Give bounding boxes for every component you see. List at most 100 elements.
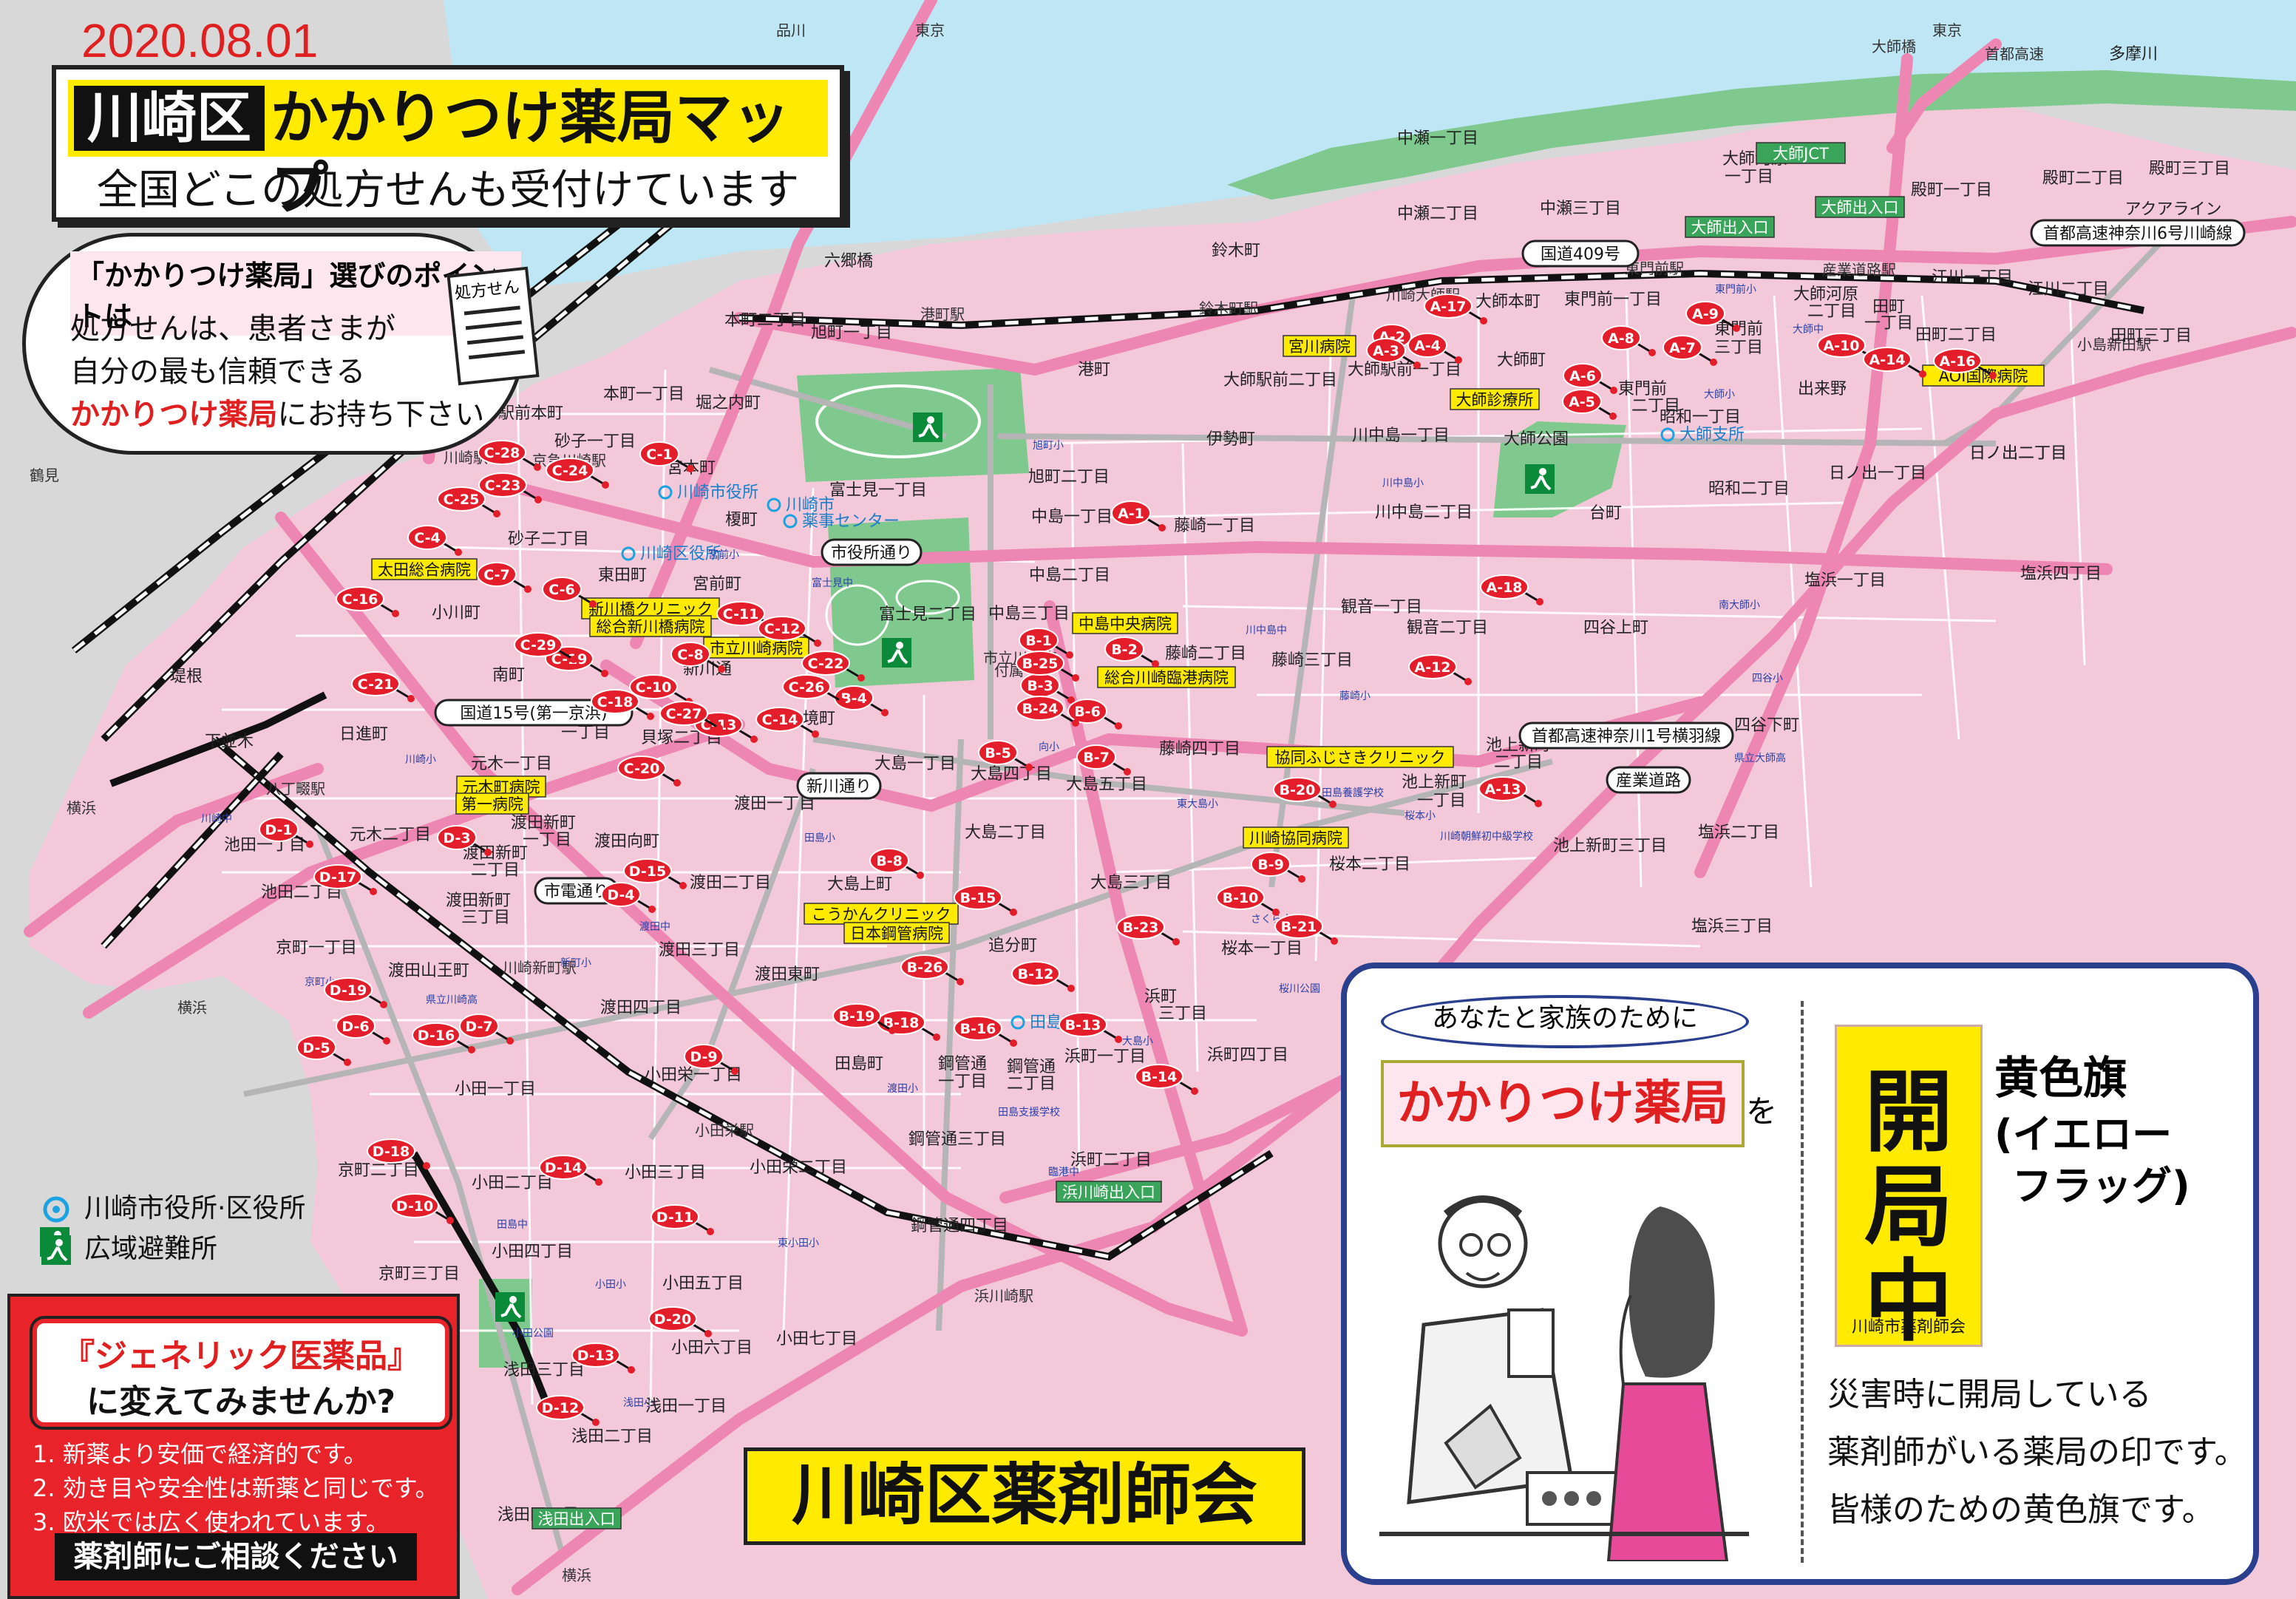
pharmacy-marker[interactable]: B-20: [1273, 777, 1336, 808]
pharmacy-marker[interactable]: A-1: [1111, 500, 1166, 532]
hospital-label[interactable]: 太田総合病院: [371, 558, 478, 580]
pharmacy-marker[interactable]: A-4: [1407, 333, 1462, 364]
pharmacy-marker[interactable]: B-6: [1067, 699, 1122, 730]
pharmacy-marker[interactable]: A-18: [1480, 574, 1543, 605]
pharmacy-marker[interactable]: D-3: [437, 825, 492, 856]
place-label: 渡田四丁目: [600, 999, 682, 1017]
pharmacy-marker[interactable]: D-15: [623, 858, 687, 889]
pharmacy-marker[interactable]: C-24: [546, 458, 609, 489]
pharmacy-marker[interactable]: A-17: [1424, 293, 1487, 325]
pharmacy-marker[interactable]: C-18: [591, 689, 654, 720]
pharmacy-marker[interactable]: C-8: [670, 642, 725, 673]
pharmacy-marker[interactable]: A-12: [1408, 654, 1472, 685]
pharmacy-marker[interactable]: C-1: [639, 441, 694, 472]
hospital-label[interactable]: こうかんクリニック: [804, 903, 959, 925]
pharmacy-marker[interactable]: D-17: [313, 864, 377, 895]
pharmacy-marker[interactable]: B-25: [1016, 651, 1079, 682]
hospital-label[interactable]: 大師JCT: [1756, 142, 1846, 164]
prescription-icon: 処方せん: [446, 266, 540, 386]
pharmacy-marker[interactable]: D-16: [412, 1022, 475, 1053]
pharmacy-marker[interactable]: C-21: [351, 671, 415, 702]
pharmacy-marker[interactable]: C-14: [755, 707, 819, 738]
hospital-label[interactable]: 宮川病院: [1283, 335, 1356, 357]
pharmacy-marker[interactable]: D-10: [390, 1193, 454, 1224]
pharmacy-marker[interactable]: D-12: [536, 1395, 600, 1426]
pharmacy-marker[interactable]: C-7: [477, 562, 531, 593]
pharmacy-marker[interactable]: D-4: [601, 882, 656, 913]
pharmacy-marker[interactable]: D-13: [571, 1342, 635, 1374]
pharmacy-marker[interactable]: A-5: [1562, 389, 1617, 420]
hospital-label[interactable]: 大師出入口: [1685, 216, 1775, 238]
pharmacy-marker[interactable]: B-24: [1016, 696, 1079, 727]
pharmacy-marker[interactable]: B-13: [1059, 1012, 1122, 1043]
pharmacy-marker[interactable]: D-1: [259, 817, 313, 848]
pharmacy-marker[interactable]: A-14: [1863, 347, 1926, 378]
pharmacy-marker[interactable]: C-28: [478, 440, 541, 471]
pharmacy-marker[interactable]: B-23: [1116, 914, 1180, 946]
pharmacy-marker[interactable]: B-21: [1274, 914, 1338, 945]
hospital-label[interactable]: 総合川崎臨港病院: [1097, 666, 1236, 688]
pharmacy-marker[interactable]: B-9: [1251, 852, 1305, 883]
place-label: 小田五丁目: [662, 1274, 744, 1293]
pharmacy-marker[interactable]: A-6: [1563, 363, 1617, 394]
pharmacy-marker[interactable]: A-8: [1601, 325, 1656, 356]
pharmacy-marker[interactable]: C-12: [758, 616, 821, 647]
pharmacy-marker[interactable]: B-7: [1076, 744, 1131, 775]
pharmacy-marker[interactable]: B-26: [900, 954, 964, 985]
pharmacy-marker[interactable]: D-20: [648, 1306, 712, 1337]
pharmacy-marker[interactable]: C-29: [514, 632, 577, 663]
pharmacy-marker[interactable]: C-16: [336, 586, 399, 617]
pharmacy-marker[interactable]: D-14: [539, 1155, 602, 1186]
pharmacy-marker[interactable]: D-19: [324, 977, 387, 1008]
pharmacy-marker[interactable]: C-6: [542, 577, 597, 608]
hospital-label[interactable]: 総合新川橋病院: [589, 615, 712, 637]
pharmacy-marker[interactable]: A-13: [1478, 776, 1542, 807]
pharmacy-marker[interactable]: D-5: [296, 1035, 351, 1066]
pharmacy-marker[interactable]: B-10: [1216, 885, 1280, 916]
pharmacy-marker[interactable]: C-4: [407, 525, 462, 556]
hospital-label[interactable]: 川崎協同病院: [1243, 826, 1349, 849]
pharmacy-marker[interactable]: C-22: [801, 651, 865, 682]
hospital-label[interactable]: 市立川崎病院: [703, 636, 809, 659]
pharmacy-marker[interactable]: D-11: [651, 1204, 714, 1235]
pharmacy-marker[interactable]: C-23: [478, 472, 542, 503]
pharmacy-marker[interactable]: C-27: [659, 701, 723, 732]
pharmacy-marker[interactable]: C-20: [617, 756, 681, 787]
pharmacy-marker[interactable]: B-8: [869, 848, 924, 879]
pharmacy-marker[interactable]: D-18: [367, 1138, 430, 1169]
pharmacy-marker[interactable]: B-16: [954, 1016, 1017, 1047]
pharmacy-marker[interactable]: B-12: [1011, 961, 1075, 992]
hospital-label[interactable]: 中島中央病院: [1072, 612, 1178, 634]
hospital-label[interactable]: 浅田出入口: [531, 1507, 622, 1530]
pharmacy-marker[interactable]: B-2: [1104, 636, 1159, 668]
pharmacy-marker[interactable]: C-19: [545, 646, 608, 677]
pharmacy-marker[interactable]: A-10: [1817, 333, 1881, 364]
place-label: 多摩川: [2109, 45, 2158, 64]
hospital-label[interactable]: 大師出入口: [1815, 196, 1905, 218]
pharmacy-marker[interactable]: D-7: [459, 1014, 514, 1045]
pharmacy-marker[interactable]: A-3: [1366, 338, 1421, 369]
pharmacy-marker[interactable]: B-14: [1135, 1064, 1198, 1095]
hospital-label[interactable]: 大師診療所: [1450, 388, 1540, 410]
pharmacy-marker[interactable]: A-7: [1662, 335, 1717, 366]
pharmacy-marker[interactable]: B-19: [832, 1003, 896, 1034]
pharmacy-marker[interactable]: A-16: [1933, 348, 1997, 379]
pharmacy-marker[interactable]: B-1: [1019, 628, 1073, 659]
pharmacy-marker[interactable]: D-6: [336, 1014, 390, 1045]
hospital-label[interactable]: 日本鋼管病院: [843, 922, 950, 944]
place-label: 榎町: [725, 511, 758, 529]
hospital-label[interactable]: 協同ふじさきクリニック: [1266, 746, 1454, 768]
place-label: 南町: [492, 666, 525, 685]
pharmacy-id: C-1: [646, 447, 673, 463]
pharmacy-marker[interactable]: D-9: [684, 1044, 738, 1075]
pharmacy-marker[interactable]: C-26: [782, 674, 846, 705]
place-label: 四谷上町: [1583, 619, 1648, 637]
pharmacy-marker[interactable]: B-5: [978, 740, 1033, 771]
pharmacy-marker[interactable]: C-25: [437, 486, 500, 517]
pharmacy-marker[interactable]: A-9: [1685, 301, 1740, 332]
pharmacy-id: D-20: [654, 1311, 691, 1328]
hospital-label[interactable]: 第一病院: [455, 792, 529, 815]
hospital-label[interactable]: 浜川崎出入口: [1056, 1181, 1162, 1203]
pharmacy-marker[interactable]: B-3: [1020, 673, 1075, 704]
pharmacy-marker[interactable]: B-15: [954, 885, 1017, 916]
